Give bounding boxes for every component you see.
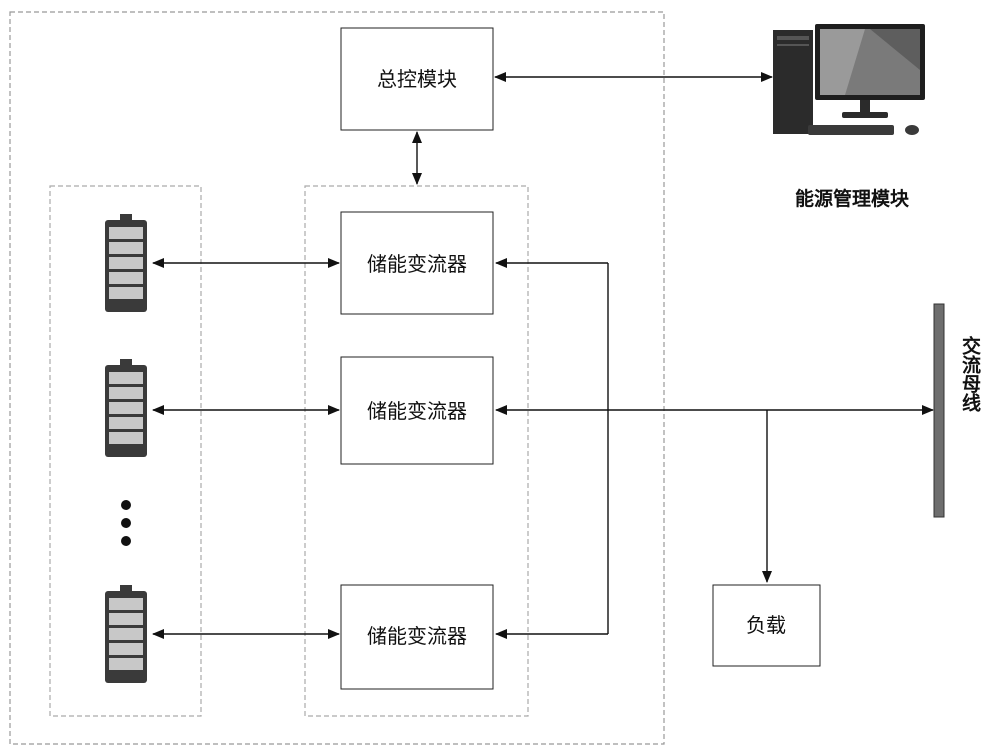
computer-icon (773, 24, 925, 135)
converter-label: 储能变流器 (367, 252, 467, 276)
converter-label: 储能变流器 (367, 399, 467, 423)
battery-group-boundary (49, 185, 202, 717)
battery-icon (105, 214, 147, 312)
main-controller-node: 总控模块 (340, 27, 494, 131)
load-node: 负载 (712, 584, 821, 667)
ac-bus-bar (933, 303, 945, 518)
ellipsis-dots (121, 500, 131, 546)
converter-node-3: 储能变流器 (340, 584, 494, 690)
battery-icon (105, 585, 147, 683)
converter-label: 储能变流器 (367, 624, 467, 648)
main-controller-label: 总控模块 (377, 67, 457, 91)
ac-bus-label: 交流母线 (959, 335, 981, 412)
converter-group-boundary (304, 185, 529, 717)
converter-node-2: 储能变流器 (340, 356, 494, 465)
battery-icon (105, 359, 147, 457)
converter-node-1: 储能变流器 (340, 211, 494, 315)
system-boundary (9, 11, 665, 745)
energy-management-label: 能源管理模块 (795, 187, 910, 210)
load-label: 负载 (746, 613, 786, 637)
